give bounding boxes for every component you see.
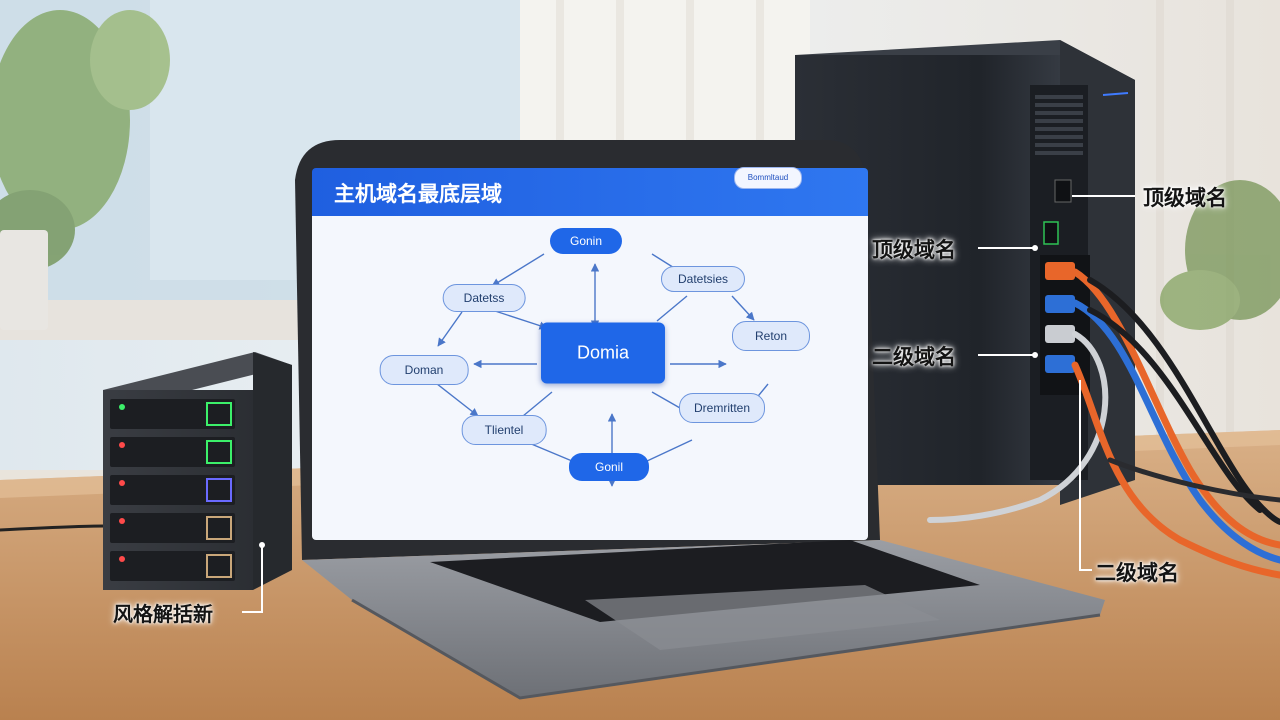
callout-top-level-domain-right: 顶级域名 [1143, 186, 1227, 210]
screen-title: 主机域名最底层域 [334, 182, 502, 206]
callout-top-level-domain-left: 顶级域名 [872, 238, 956, 262]
node-left: Doman [379, 355, 469, 385]
screen-diagram: Gonin Datetss Datetsies Doman Domia Reto… [312, 216, 868, 540]
node-upper-right: Datetsies [660, 266, 746, 292]
callout-second-level-domain-bottom: 二级域名 [1095, 561, 1179, 585]
callout-small-server: 风格解括新 [113, 602, 213, 626]
node-top: Gonin [549, 228, 623, 254]
callout-second-level-domain-left: 二级域名 [872, 345, 956, 369]
screen-badge: Bommltaud [734, 167, 802, 189]
node-lower-right: Dremritten [678, 393, 766, 423]
laptop-screen: 主机域名最底层域 [312, 168, 868, 540]
node-upper-left: Datetss [442, 284, 526, 312]
node-lower-left: Tlientel [461, 415, 547, 445]
node-bottom: Gonil [568, 453, 650, 481]
node-right: Reton [731, 321, 811, 351]
node-center: Domia [540, 322, 666, 384]
